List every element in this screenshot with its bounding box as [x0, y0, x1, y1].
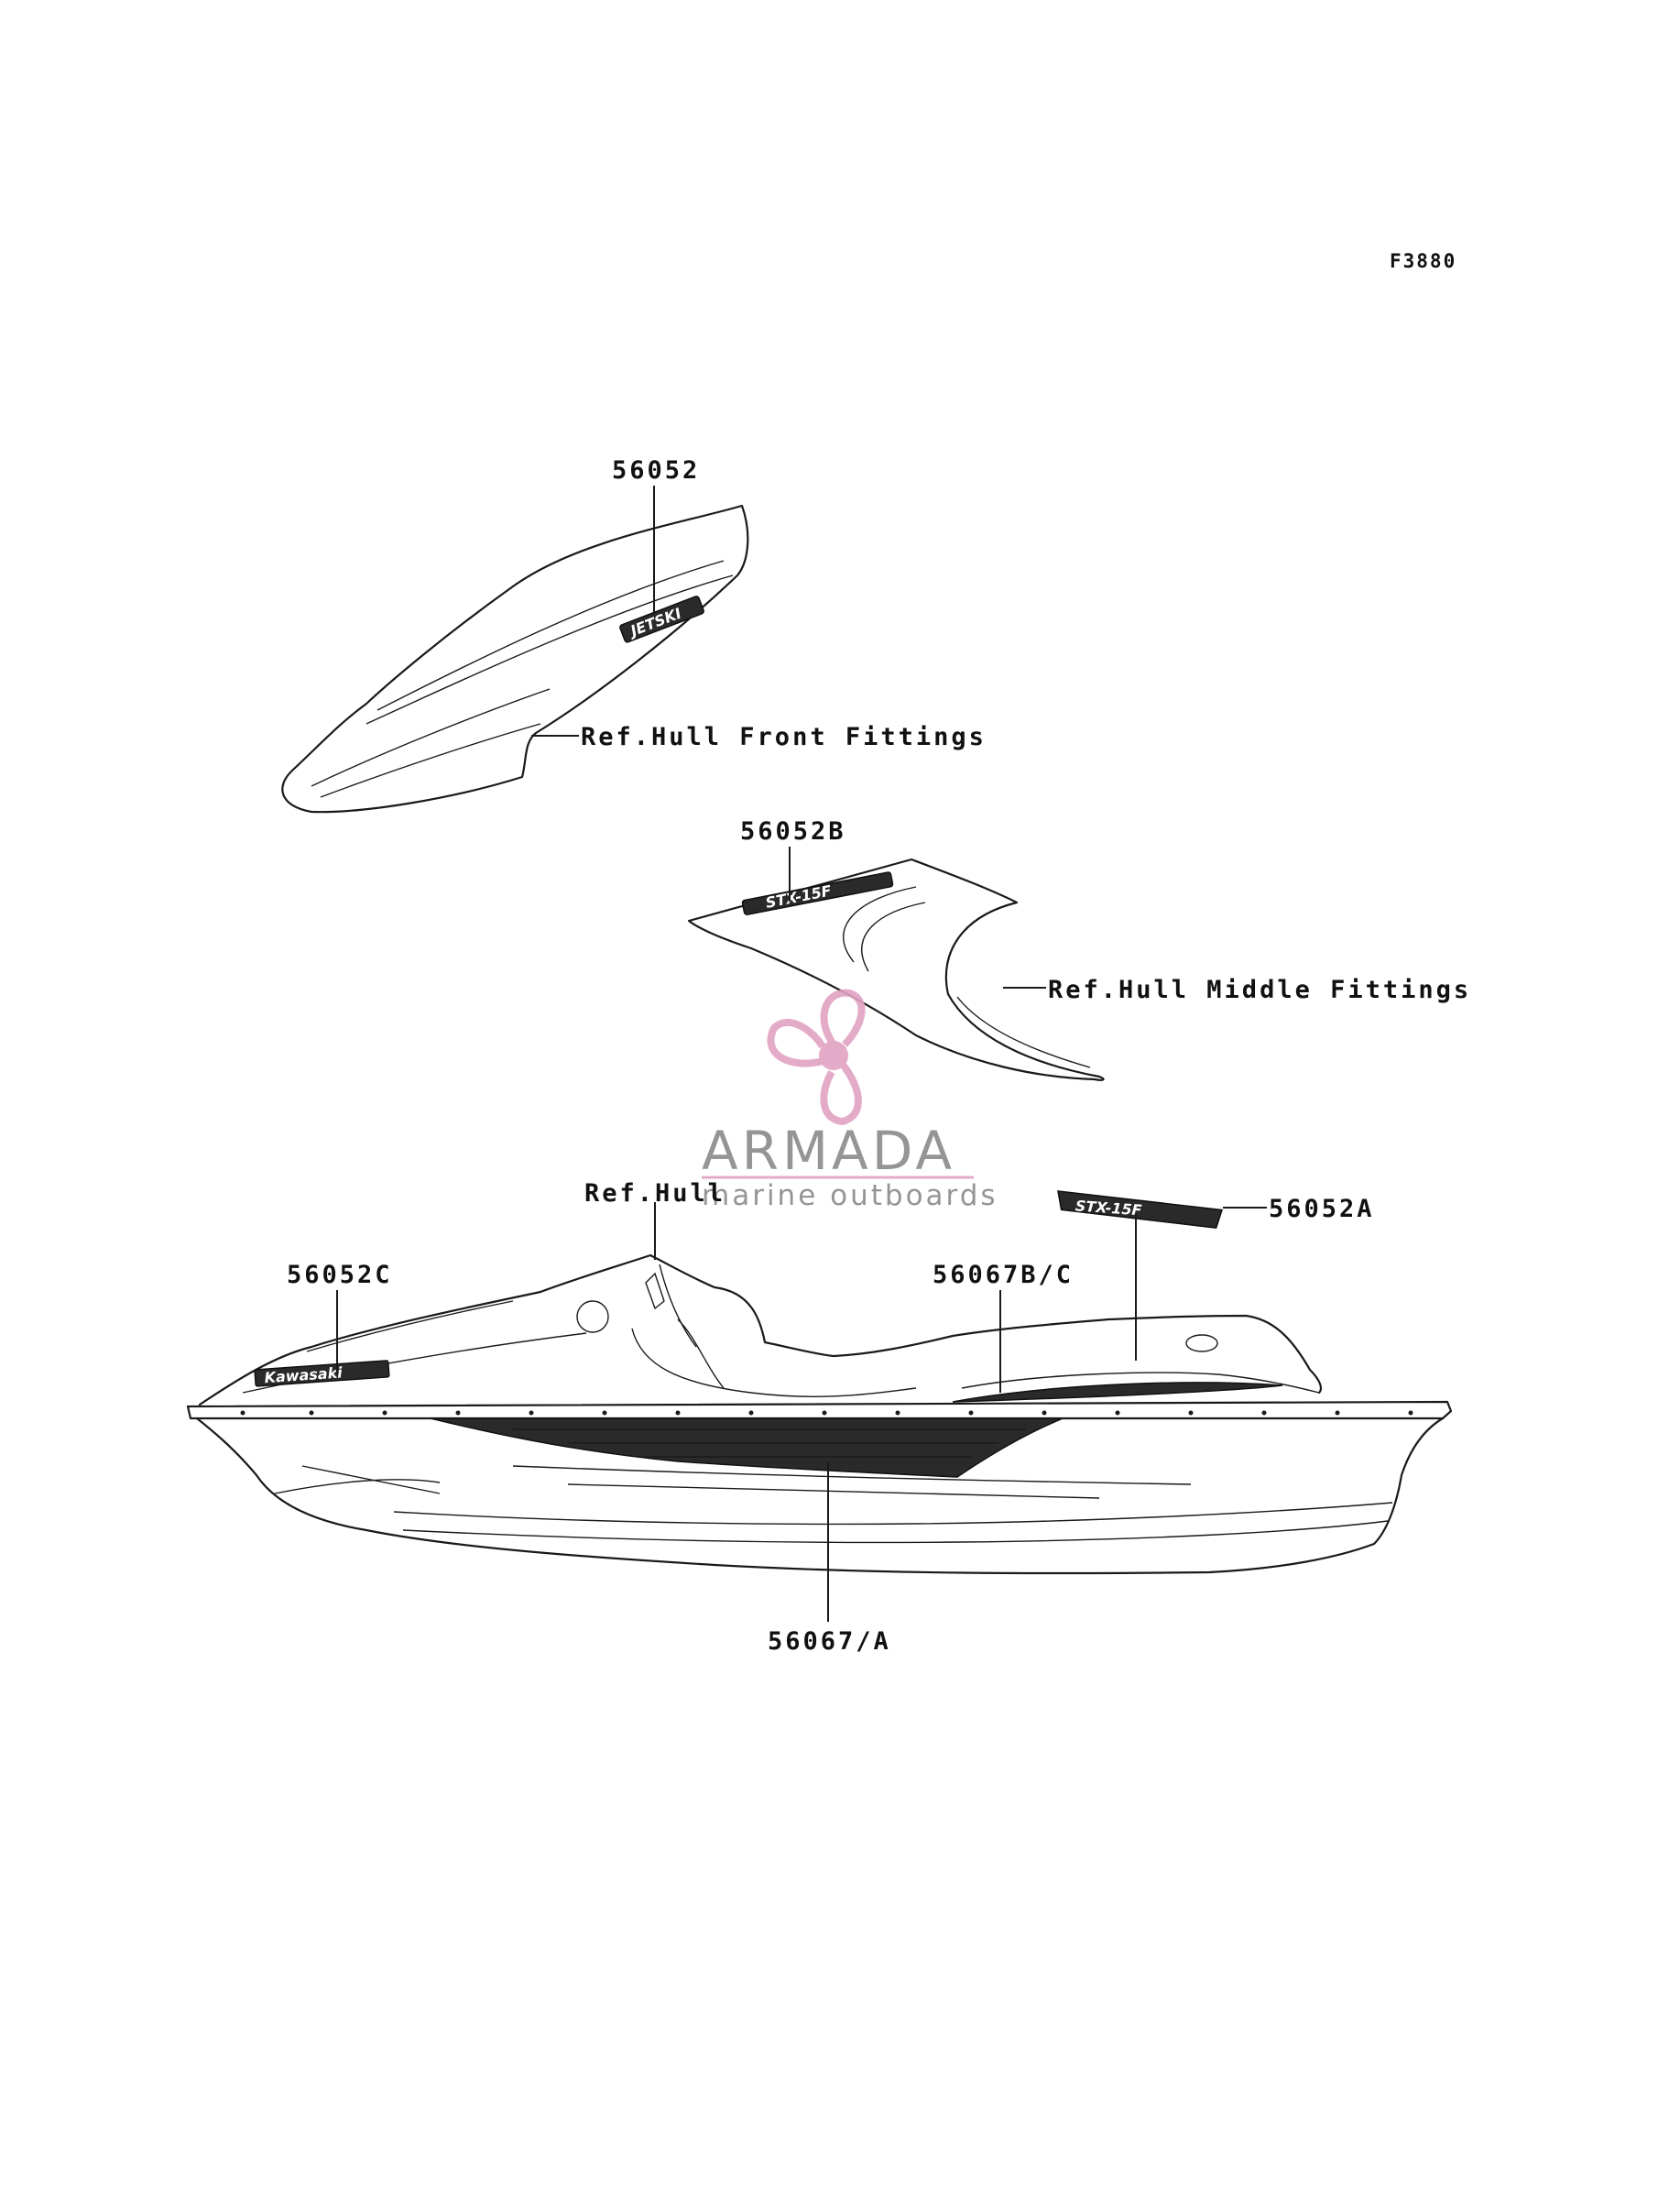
armada-logo: ARMADA marine outboards	[702, 989, 998, 1212]
callout-56067A: 56067/A	[768, 1627, 891, 1656]
ref-hull-middle-fittings: Ref.Hull Middle Fittings	[1048, 976, 1471, 1004]
watermark-brand: ARMADA	[702, 1120, 955, 1182]
propeller-icon	[767, 989, 866, 1126]
callout-56067BC: 56067B/C	[933, 1261, 1074, 1289]
svg-text:Kawasaki: Kawasaki	[264, 1363, 344, 1386]
side-stripe-decal	[430, 1417, 1064, 1478]
figure-id: F3880	[1390, 250, 1456, 272]
callout-56052B: 56052B	[740, 817, 846, 846]
callout-56052: 56052	[612, 456, 700, 485]
svg-text:STX-15F: STX-15F	[764, 881, 833, 912]
callout-56052C: 56052C	[287, 1261, 393, 1289]
callout-56052A: 56052A	[1269, 1195, 1375, 1223]
hull-part: Kawasaki	[186, 1253, 1453, 1575]
middle-decal: STX-15F	[741, 871, 894, 915]
ref-hull: Ref.Hull	[584, 1179, 725, 1208]
ref-hull-front-fittings: Ref.Hull Front Fittings	[581, 723, 987, 751]
middle-part: STX-15F	[687, 858, 1105, 1081]
upper-stripe-decal	[952, 1382, 1283, 1403]
kawasaki-decal: Kawasaki	[254, 1360, 390, 1387]
svg-text:STX-15F: STX-15F	[1075, 1197, 1142, 1219]
hood-decal: JETSKI	[619, 596, 704, 643]
watermark-tagline: marine outboards	[702, 1179, 998, 1212]
rail-rivets	[240, 1410, 1413, 1416]
rear-decal: STX-15F	[1057, 1190, 1224, 1229]
hood-part: JETSKI	[281, 504, 749, 814]
